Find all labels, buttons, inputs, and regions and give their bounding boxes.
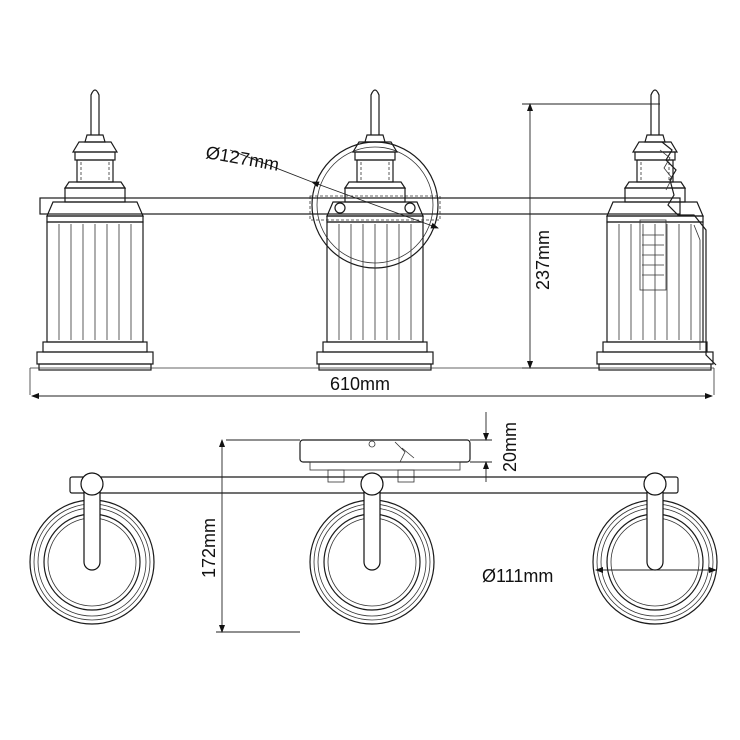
depth-label: 20mm — [500, 422, 520, 472]
lamp-top-left — [29, 472, 155, 625]
projection-label: 172mm — [199, 518, 219, 578]
front-view: Ø127mm 237mm 610mm — [29, 89, 717, 399]
top-view: 20mm 172mm Ø111mm — [29, 412, 718, 633]
lamp-front-center — [316, 89, 434, 371]
lamp-front-left — [36, 89, 154, 371]
lamp-top-center — [309, 472, 435, 625]
section-detail — [639, 141, 717, 366]
backplate-top — [299, 439, 471, 463]
lens-diameter-label: Ø111mm — [482, 566, 553, 586]
shade-diameter-label: Ø127mm — [204, 142, 280, 175]
arm-bar — [39, 197, 681, 215]
diameter-127-dimension-line — [311, 181, 439, 229]
height-label: 237mm — [533, 230, 553, 290]
lamp-top-right — [592, 472, 718, 625]
width-label: 610mm — [330, 374, 390, 394]
